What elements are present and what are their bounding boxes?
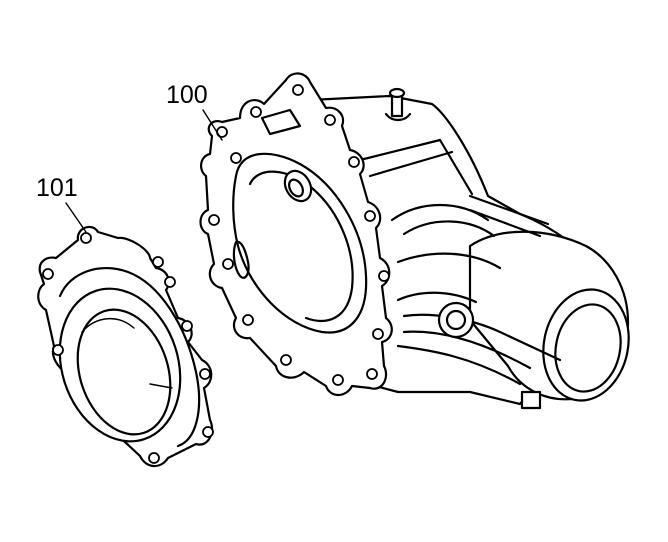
callout-101: 101 [36,174,87,233]
callout-label-101: 101 [36,174,78,202]
leader-line-100 [202,109,223,141]
cover-plate-part [37,225,214,468]
housing-part [199,72,630,410]
leader-line-101 [65,202,87,233]
callout-100: 100 [166,81,223,141]
callout-label-100: 100 [166,81,208,109]
